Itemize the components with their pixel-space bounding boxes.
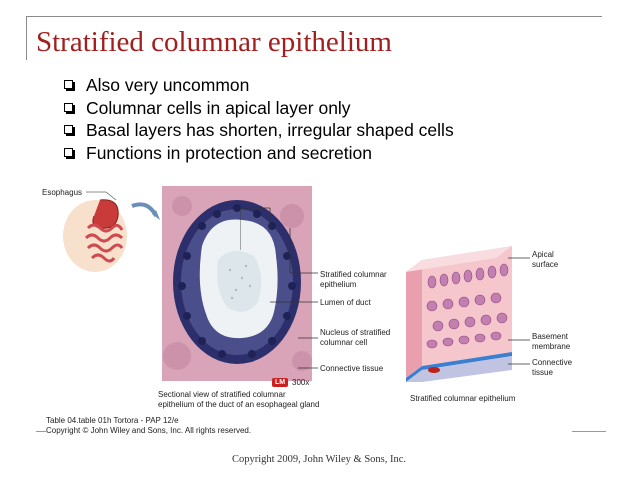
label-apical-surface: Apical surface: [532, 250, 559, 269]
slide-title: Stratified columnar epithelium: [36, 26, 392, 58]
bullet-item: Functions in protection and secretion: [64, 142, 454, 165]
bullet-square-icon: [64, 80, 73, 89]
micrograph-image: [162, 186, 312, 381]
digestive-tract-illustration: [63, 191, 160, 272]
table-reference: Table 04.table 01h Tortora - PAP 12/e: [46, 416, 179, 425]
bullet-item: Also very uncommon: [64, 74, 454, 97]
label-diagram-connective-tissue: Connective tissue: [532, 358, 573, 377]
bullet-item: Basal layers has shorten, irregular shap…: [64, 119, 454, 142]
label-stratified-columnar: Stratified columnar epithelium: [320, 270, 387, 289]
bottom-rule-left: [36, 431, 46, 432]
bullet-list: Also very uncommon Columnar cells in api…: [64, 74, 454, 164]
title-frame-top-rule: [26, 16, 602, 17]
label-basement-membrane: Basement membrane: [532, 332, 571, 351]
bullet-item: Columnar cells in apical layer only: [64, 97, 454, 120]
lm-badge: LM: [272, 378, 289, 387]
bottom-rule-right: [572, 431, 606, 432]
footer-copyright: Copyright 2009, John Wiley & Sons, Inc.: [231, 454, 407, 465]
magnification-text: 300x: [292, 378, 310, 387]
bullet-square-icon: [64, 102, 73, 112]
title-frame-left-rule: [26, 16, 27, 60]
micrograph-leader-lines: [240, 207, 318, 369]
label-lumen-of-duct: Lumen of duct: [320, 298, 371, 307]
diagram-caption: Stratified columnar epithelium: [410, 394, 516, 403]
bullet-square-icon: [64, 147, 73, 157]
bullet-square-icon: [64, 125, 73, 134]
micrograph-caption: Sectional view of stratified columnar ep…: [158, 390, 320, 409]
esophagus-label: Esophagus: [42, 188, 83, 197]
epithelium-3d-diagram: [406, 246, 512, 382]
copyright-small: Copyright © John Wiley and Sons, Inc. Al…: [46, 426, 252, 435]
label-nucleus: Nucleus of stratified columnar cell: [320, 328, 391, 347]
label-connective-tissue: Connective tissue: [320, 364, 384, 373]
diagram-leader-lines: [508, 257, 530, 365]
